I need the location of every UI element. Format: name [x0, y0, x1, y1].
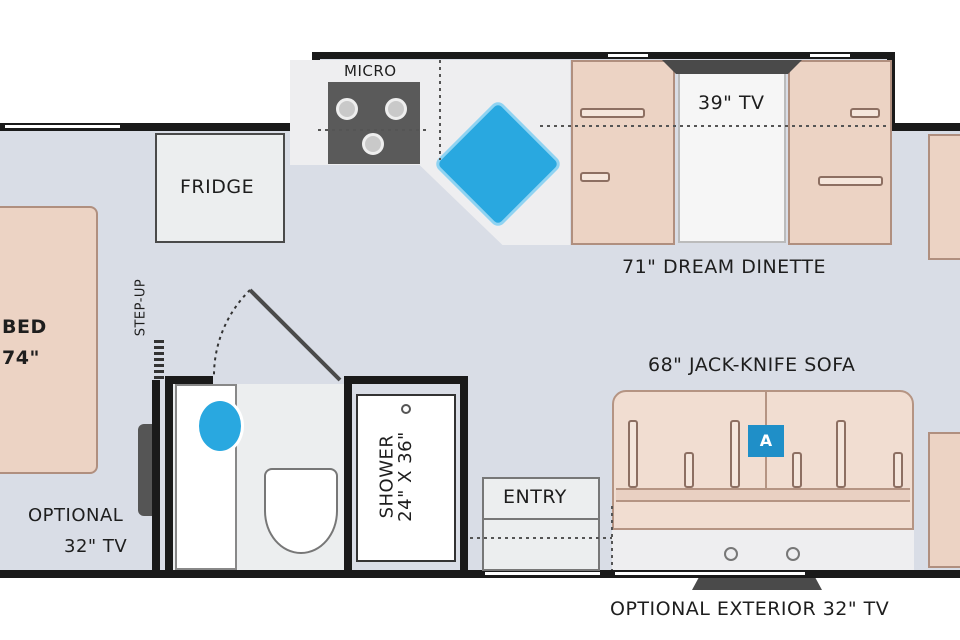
bath-wall-top: [165, 376, 213, 384]
seatbelt-2: [580, 172, 610, 182]
sofa-front-rail: [616, 488, 910, 502]
sofa-belt-2: [684, 452, 694, 488]
shower-drain: [401, 404, 411, 414]
bedroom-tv-icon: [138, 424, 152, 516]
dinette-seat-right: [788, 60, 892, 245]
wall-top-left: [0, 123, 318, 131]
shower-wall-top: [344, 376, 468, 384]
sofa-extension: [612, 530, 914, 570]
shower-wall-left: [344, 376, 352, 572]
burner-1: [336, 98, 358, 120]
sofa-belt-5: [836, 420, 846, 488]
sofa-marker-badge: A: [748, 425, 784, 457]
bedroom-wall: [152, 380, 160, 575]
window-gap-5: [615, 572, 805, 575]
sofa-belt-6: [893, 452, 903, 488]
wall-vent: [154, 340, 164, 380]
bath-door: [248, 288, 342, 382]
bath-door-swing: [212, 289, 251, 379]
sofa-label: 68" JACK-KNIFE SOFA: [648, 354, 856, 376]
fridge-label: FRIDGE: [180, 176, 255, 198]
sofa-leg-1: [724, 547, 738, 561]
entry-label: ENTRY: [503, 486, 567, 508]
cab-seat-bottom: [928, 432, 960, 568]
dinette-label: 71" DREAM DINETTE: [622, 256, 827, 278]
burner-3: [362, 133, 384, 155]
sofa-leg-2: [786, 547, 800, 561]
entry-step: [482, 477, 600, 571]
wall-top-right: [887, 123, 960, 131]
optional-tv-label: OPTIONAL: [28, 505, 124, 526]
burner-2: [385, 98, 407, 120]
bed-size-label: 74": [2, 347, 40, 369]
window-gap-4: [485, 572, 600, 575]
micro-label: MICRO: [344, 62, 397, 80]
sofa-belt-3: [730, 420, 740, 488]
cab-seat-top: [928, 134, 960, 260]
seatbelt-3: [850, 108, 880, 118]
shower-wall-right: [460, 376, 468, 572]
toilet: [264, 468, 338, 554]
bath-wall-left: [165, 377, 173, 572]
window-gap-2: [608, 54, 648, 57]
sofa-belt-4: [792, 452, 802, 488]
exterior-tv-label: OPTIONAL EXTERIOR 32" TV: [610, 598, 890, 620]
window-gap-3: [810, 54, 850, 57]
seatbelt-4: [818, 176, 883, 186]
wall-slide-top: [312, 52, 894, 59]
sofa-belt-1: [628, 420, 638, 488]
bed: [0, 206, 98, 474]
fridge: [155, 133, 285, 243]
dinette-tv-icon: [662, 60, 802, 74]
sofa: [612, 390, 914, 530]
optional-tv-size-label: 32" TV: [64, 536, 128, 557]
entry-step-line: [484, 518, 598, 520]
bathroom-sink: [196, 398, 244, 454]
dinette-tv-label: 39" TV: [698, 92, 765, 114]
wall-bottom: [0, 570, 960, 578]
exterior-tv-icon: [692, 578, 822, 590]
dinette-seat-left: [571, 60, 675, 245]
seatbelt-1: [580, 108, 645, 118]
window-gap-1: [5, 125, 120, 128]
shower: [356, 394, 456, 562]
bed-label: BED: [2, 316, 47, 338]
